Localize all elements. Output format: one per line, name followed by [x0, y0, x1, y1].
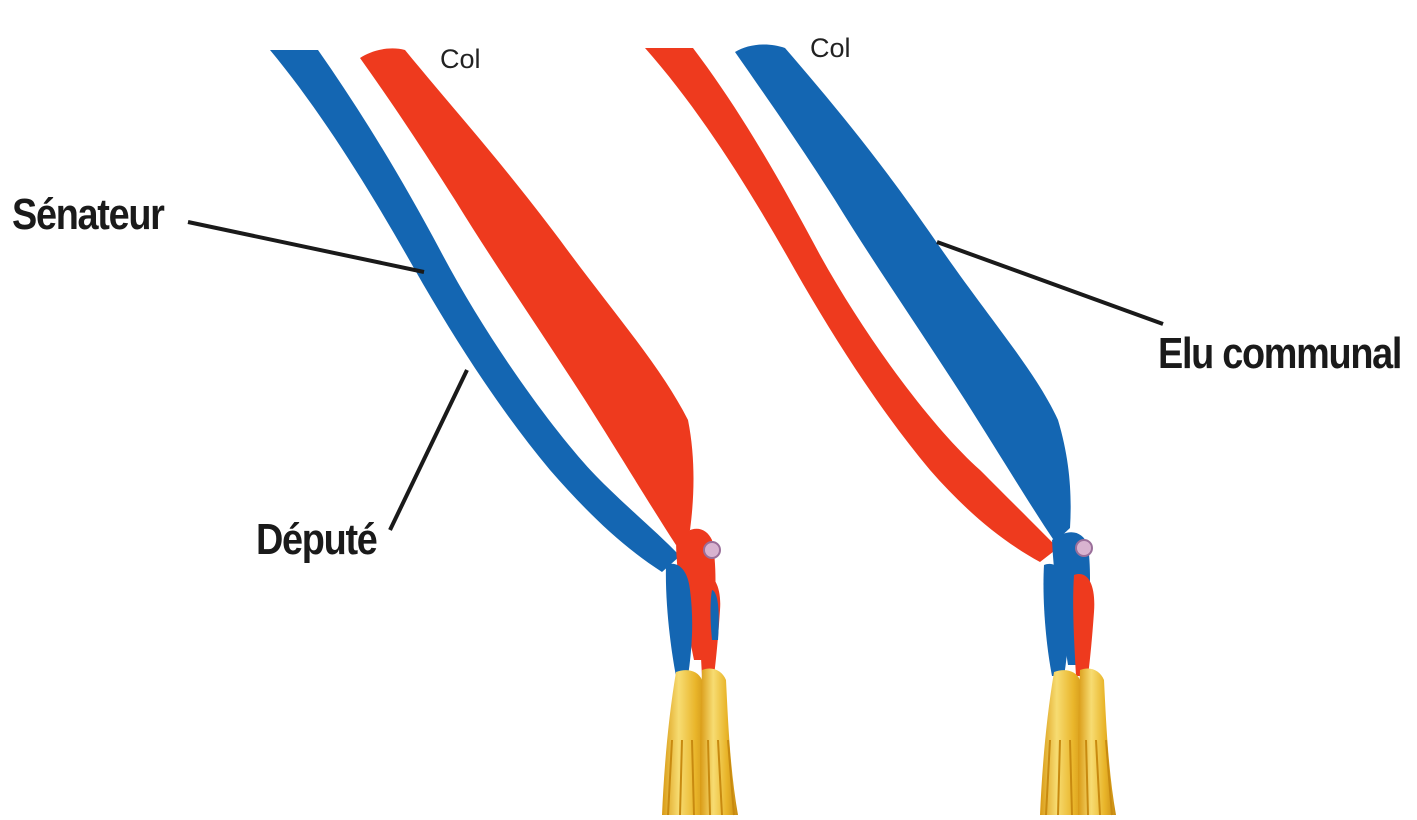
right-tassel — [1040, 532, 1116, 815]
depute-leader-line — [390, 370, 467, 530]
depute-label: Député — [256, 515, 377, 565]
left-collar-label: Col — [440, 44, 481, 75]
left-sash — [270, 48, 694, 572]
right-collar-label: Col — [810, 33, 851, 64]
left-sash-blue-band — [270, 50, 680, 572]
senateur-leader-line — [188, 222, 424, 272]
left-tassel — [662, 529, 738, 815]
right-sash-blue-band — [735, 45, 1071, 542]
left-sash-red-band — [360, 48, 694, 545]
senateur-label: Sénateur — [12, 190, 164, 240]
right-sash-red-band — [645, 48, 1058, 562]
elu-communal-label: Elu communal — [1158, 329, 1401, 379]
right-sash — [645, 45, 1071, 562]
